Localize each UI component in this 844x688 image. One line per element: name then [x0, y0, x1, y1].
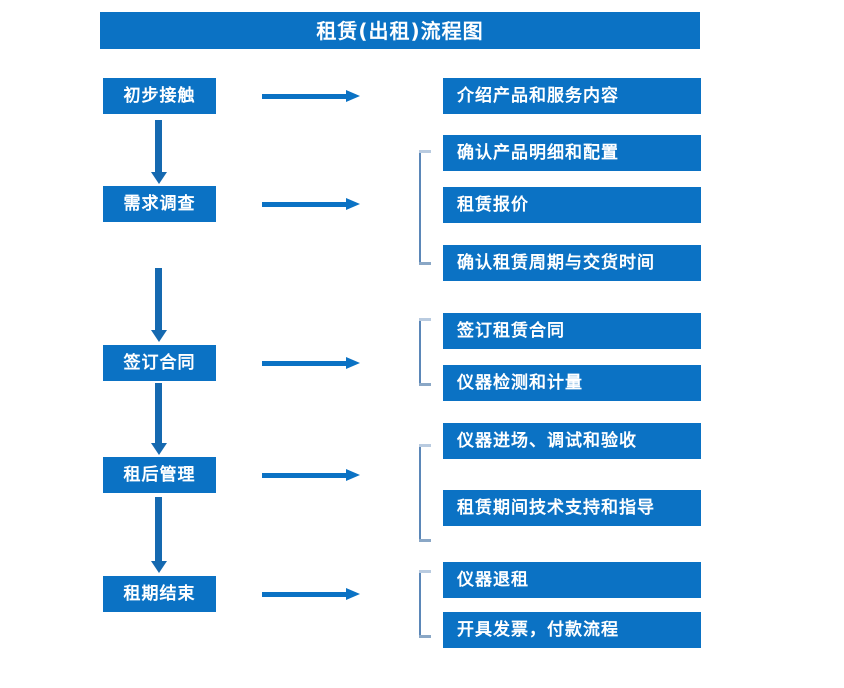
vertical-arrow-4-to-5: [150, 497, 168, 573]
horizontal-arrow-stage-2: [262, 196, 362, 212]
diagram-title: 租赁(出租)流程图: [100, 12, 700, 49]
arrow-shaft: [262, 94, 348, 99]
detail-box-4[interactable]: 确认租赁周期与交货时间: [443, 245, 701, 281]
detail-box-10[interactable]: 开具发票，付款流程: [443, 612, 701, 648]
bracket-tick-bottom: [419, 383, 431, 386]
stage-box-5[interactable]: 租期结束: [103, 576, 216, 612]
arrow-head: [346, 198, 360, 210]
group-bracket-needs-survey: [419, 150, 431, 265]
bracket-tick-bottom: [419, 539, 431, 542]
arrow-shaft: [262, 361, 348, 366]
bracket-stem: [419, 150, 421, 265]
detail-box-9[interactable]: 仪器退租: [443, 562, 701, 598]
detail-box-7[interactable]: 仪器进场、调试和验收: [443, 423, 701, 459]
bracket-tick-top: [419, 444, 431, 447]
stage-box-3[interactable]: 签订合同: [103, 345, 216, 381]
bracket-stem: [419, 444, 421, 542]
group-bracket-contract: [419, 318, 431, 386]
arrow-shaft: [262, 473, 348, 478]
group-bracket-rental-end: [419, 570, 431, 638]
bracket-tick-top: [419, 150, 431, 153]
bracket-stem: [419, 570, 421, 638]
horizontal-arrow-stage-4: [262, 467, 362, 483]
arrow-head: [151, 443, 167, 455]
arrow-head: [346, 588, 360, 600]
horizontal-arrow-stage-5: [262, 586, 362, 602]
arrow-shaft: [155, 497, 162, 561]
detail-box-5[interactable]: 签订租赁合同: [443, 313, 701, 349]
bracket-tick-bottom: [419, 635, 431, 638]
stage-box-1[interactable]: 初步接触: [103, 78, 216, 114]
arrow-shaft: [155, 268, 162, 330]
vertical-arrow-2-to-3: [150, 268, 168, 342]
horizontal-arrow-stage-1: [262, 88, 362, 104]
arrow-shaft: [262, 202, 348, 207]
stage-box-4[interactable]: 租后管理: [103, 457, 216, 493]
bracket-stem: [419, 318, 421, 386]
vertical-arrow-3-to-4: [150, 383, 168, 455]
arrow-head: [151, 172, 167, 184]
detail-box-8[interactable]: 租赁期间技术支持和指导: [443, 490, 701, 526]
arrow-head: [151, 330, 167, 342]
detail-box-2[interactable]: 确认产品明细和配置: [443, 135, 701, 171]
horizontal-arrow-stage-3: [262, 355, 362, 371]
arrow-shaft: [262, 592, 348, 597]
bracket-tick-top: [419, 318, 431, 321]
arrow-head: [346, 90, 360, 102]
group-bracket-post-rental: [419, 444, 431, 542]
arrow-head: [346, 469, 360, 481]
arrow-head: [346, 357, 360, 369]
bracket-tick-top: [419, 570, 431, 573]
arrow-shaft: [155, 383, 162, 443]
detail-box-6[interactable]: 仪器检测和计量: [443, 365, 701, 401]
vertical-arrow-1-to-2: [150, 120, 168, 184]
detail-box-3[interactable]: 租赁报价: [443, 187, 701, 223]
arrow-shaft: [155, 120, 162, 172]
detail-box-1[interactable]: 介绍产品和服务内容: [443, 78, 701, 114]
arrow-head: [151, 561, 167, 573]
bracket-tick-bottom: [419, 262, 431, 265]
stage-box-2[interactable]: 需求调查: [103, 186, 216, 222]
